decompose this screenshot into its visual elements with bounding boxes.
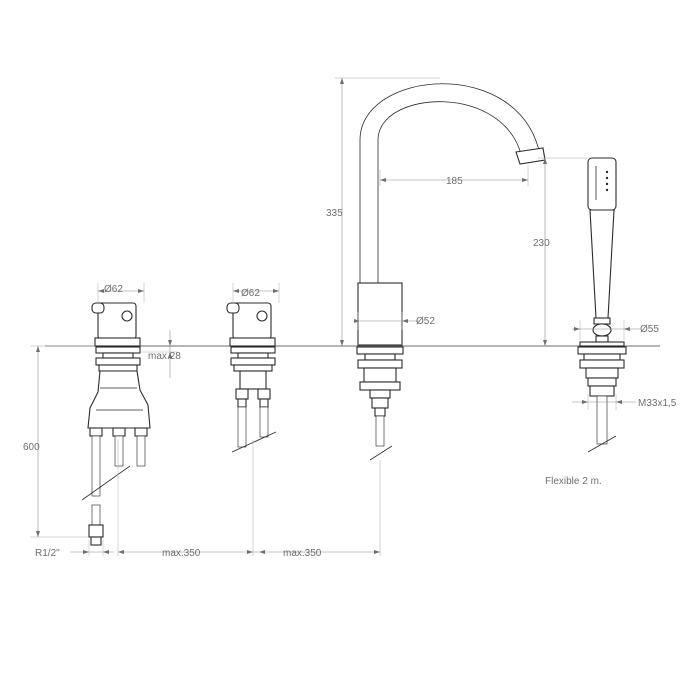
dim-spout-reach: 185 bbox=[379, 165, 529, 187]
shower-base-diameter-label: Ø55 bbox=[640, 324, 659, 335]
flexible-note: Flexible 2 m. bbox=[545, 476, 602, 487]
dim-inlet-thread: R1/2" bbox=[35, 540, 114, 559]
shower-thread-label: M33x1,5 bbox=[638, 398, 677, 409]
dim-shower-base-diameter: Ø55 bbox=[572, 320, 659, 340]
spout bbox=[356, 83, 546, 461]
dim-shower-height: 230 bbox=[533, 157, 588, 346]
spout-base-diameter-label: Ø52 bbox=[416, 316, 435, 327]
middle-handle-diameter-label: Ø62 bbox=[241, 288, 260, 299]
left-valve bbox=[81, 302, 151, 546]
inlet-thread-label: R1/2" bbox=[35, 548, 60, 559]
shower-height-label: 230 bbox=[533, 238, 550, 249]
deck-thickness-label: max.28 bbox=[148, 351, 181, 362]
spout-height-label: 335 bbox=[326, 208, 343, 219]
middle-valve bbox=[226, 302, 277, 453]
spout-reach-label: 185 bbox=[446, 176, 463, 187]
hose-length-label: 600 bbox=[23, 442, 40, 453]
dim-middle-handle-diameter: Ø62 bbox=[232, 283, 280, 303]
dim-spout-height: 335 bbox=[326, 77, 440, 346]
hand-shower bbox=[577, 157, 627, 453]
dim-spacing-left: max.350 bbox=[117, 440, 254, 559]
spacing-right-label: max.350 bbox=[283, 548, 322, 559]
dim-left-handle-diameter: Ø62 bbox=[97, 283, 145, 303]
left-handle-diameter-label: Ø62 bbox=[104, 284, 123, 295]
dim-spout-base-diameter: Ø52 bbox=[354, 312, 435, 330]
dim-shower-thread: M33x1,5 bbox=[572, 394, 677, 410]
spacing-left-label: max.350 bbox=[162, 548, 201, 559]
dim-spacing-right: max.350 bbox=[253, 460, 381, 559]
dim-deck-thickness: max.28 bbox=[140, 330, 181, 378]
dim-hose-length: 600 bbox=[23, 345, 95, 538]
